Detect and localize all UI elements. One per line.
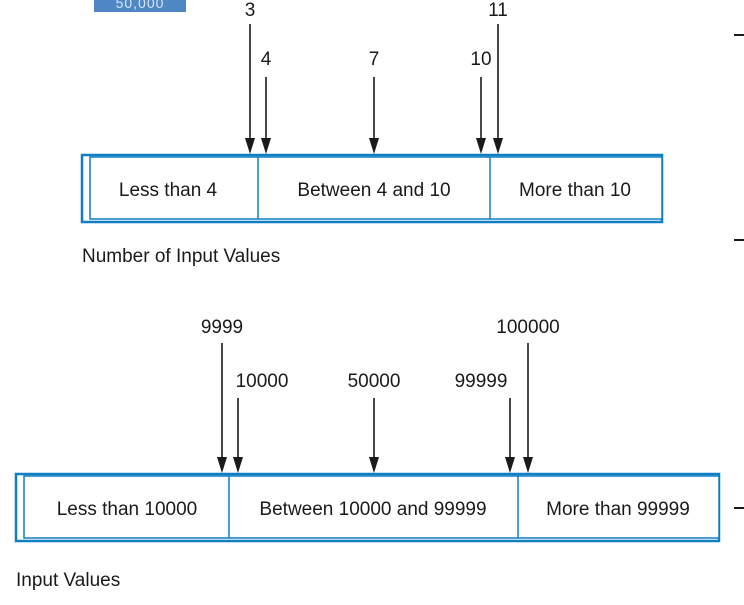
value-label: 10 xyxy=(470,49,491,70)
arrow xyxy=(217,343,227,473)
arrow xyxy=(493,24,503,154)
partition-label: Between 4 and 10 xyxy=(297,180,450,201)
diagram-input-values: 9999 10000 50000 99999 100000 Less th xyxy=(14,317,721,591)
diagram-caption: Input Values xyxy=(16,570,120,591)
arrow xyxy=(523,343,533,473)
partition-box-inner xyxy=(23,475,720,539)
partition-label: More than 99999 xyxy=(546,499,690,520)
partition-label: Less than 10000 xyxy=(57,499,198,520)
arrow xyxy=(261,77,271,154)
value-label: 3 xyxy=(245,0,256,21)
partition-label: Between 10000 and 99999 xyxy=(259,499,486,520)
arrow xyxy=(476,77,486,154)
value-label: 7 xyxy=(369,49,380,70)
edge-tick-mark xyxy=(734,507,744,509)
value-label: 100000 xyxy=(496,317,559,338)
arrow xyxy=(369,398,379,473)
value-label: 9999 xyxy=(201,317,243,338)
value-label: 11 xyxy=(488,0,508,21)
value-label: 4 xyxy=(261,49,272,70)
value-label: 50000 xyxy=(348,371,401,392)
arrow xyxy=(245,24,255,154)
diagram-caption: Number of Input Values xyxy=(82,246,280,267)
value-label: 10000 xyxy=(236,371,289,392)
value-label: 99999 xyxy=(455,371,508,392)
partition-label: Less than 4 xyxy=(119,180,218,201)
diagram-number-of-input-values: 3 4 7 10 11 Less than 4 xyxy=(80,0,664,267)
arrow xyxy=(369,77,379,154)
partition-box-inner xyxy=(89,156,663,220)
cropped-text-fragment: 50,000 xyxy=(94,0,186,12)
arrow xyxy=(233,398,243,473)
partition-label: More than 10 xyxy=(519,180,631,201)
edge-tick-mark xyxy=(734,239,744,241)
edge-tick-mark xyxy=(734,34,744,36)
arrow xyxy=(505,398,515,473)
